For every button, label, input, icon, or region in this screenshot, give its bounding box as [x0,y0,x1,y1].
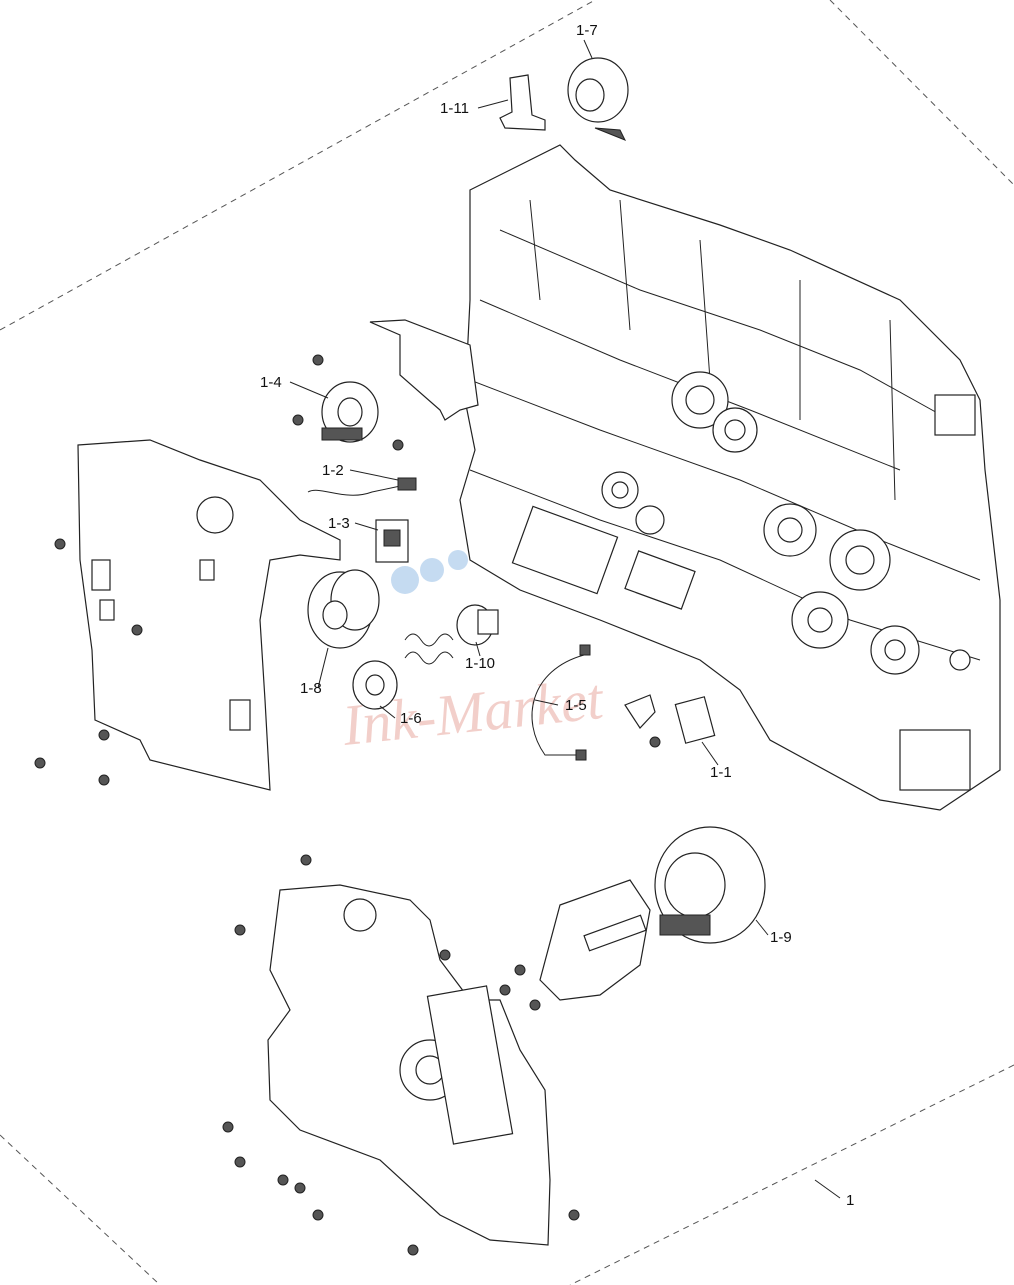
callout-1-11: 1-11 [440,100,469,117]
bracket-1-11 [499,74,546,131]
callout-1-2: 1-2 [322,462,344,479]
screws [34,354,661,1256]
sensor-1-2 [307,477,417,496]
leader-lines [289,39,841,1199]
callout-1-10: 1-10 [465,655,495,672]
main-frame [459,144,1001,811]
solenoid-1-1 [624,694,716,744]
holder-1-3 [375,519,409,563]
callout-1-8: 1-8 [300,680,322,697]
left-side-plate [77,439,341,791]
clutch-1-10 [456,604,499,646]
gear-1-8 [307,569,380,649]
harness-1-5 [531,644,591,761]
spring [404,633,454,665]
gear-1-7 [567,57,629,141]
right-side-plate [267,884,551,1246]
motor-bracket [369,319,479,421]
callout-1-9: 1-9 [770,929,792,946]
callout-1-3: 1-3 [328,515,350,532]
motor-1-4 [321,381,379,443]
callout-1-1: 1-1 [710,764,732,781]
gear-1-6 [352,660,398,710]
callout-1-5: 1-5 [565,697,587,714]
callouts: 1-7 1-11 1-4 1-2 1-3 1-10 1-8 1-5 1-6 1-… [260,22,854,1209]
motor-1-9 [539,826,766,1001]
callout-1: 1 [846,1192,854,1209]
callout-1-6: 1-6 [400,710,422,727]
callout-1-7: 1-7 [576,22,598,39]
callout-1-4: 1-4 [260,374,282,391]
